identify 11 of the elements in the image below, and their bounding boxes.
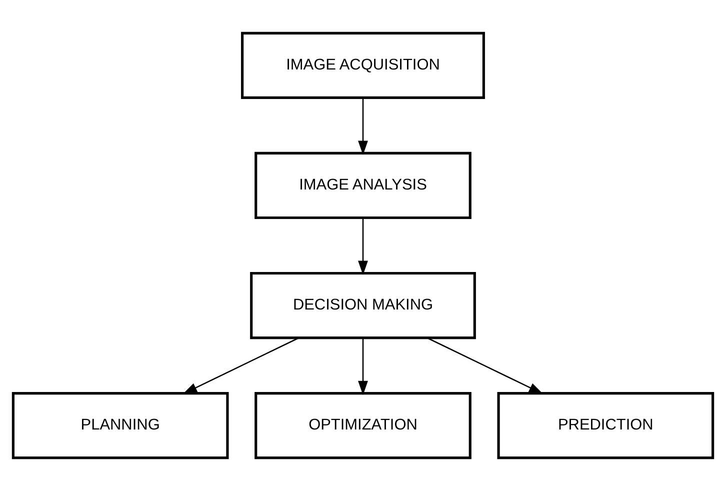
node-box: PREDICTION [497,392,714,459]
node-box: PLANNING [12,392,229,459]
node-box: IMAGE ACQUISITION [241,31,485,98]
node-box: IMAGE ANALYSIS [254,151,472,219]
node-box: OPTIMIZATION [254,392,472,459]
arrow [427,336,544,394]
arrow [358,218,368,275]
arrow [358,338,368,395]
node-box: DECISION MAKING [250,271,476,339]
arrow [182,336,299,394]
arrow [358,98,368,154]
